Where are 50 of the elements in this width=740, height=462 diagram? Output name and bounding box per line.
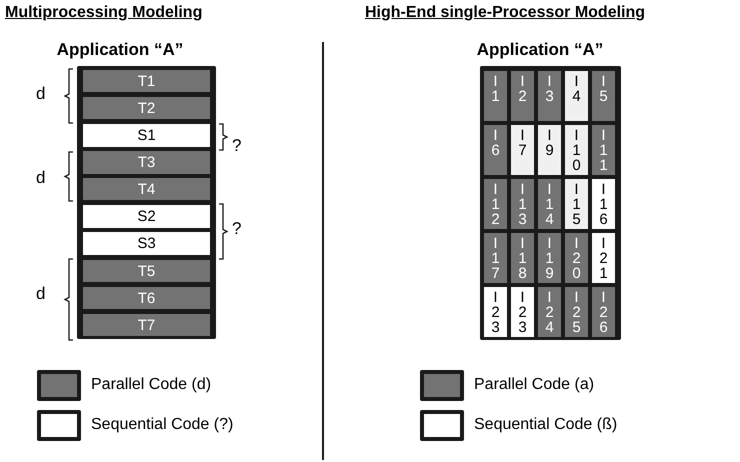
sequential-task-bar: S2 [83, 205, 210, 228]
parallel-task-bar: T7 [83, 314, 210, 336]
parallel-task-bar: T6 [83, 287, 210, 309]
parallel-task-bar: T4 [83, 178, 210, 200]
application-block [480, 66, 621, 340]
sequential-instruction-cell: I9 [538, 125, 561, 175]
application-title: Application “A” [476, 40, 604, 60]
parallel-instruction-cell: I26 [592, 287, 615, 337]
parallel-instruction-cell: I25 [565, 287, 588, 337]
sequential-instruction-cell: I7 [511, 125, 534, 175]
sequential-instruction-cell: I4 [565, 71, 588, 121]
parallel-instruction-cell: I2 [511, 71, 534, 121]
section-heading: High-End single-Processor Modeling [365, 4, 646, 22]
parallel-instruction-cell: I14 [538, 179, 561, 229]
parallel-task-bar: T2 [83, 97, 210, 119]
brace-label: ? [232, 219, 242, 239]
parallel-instruction-cell: I18 [511, 233, 534, 283]
legend-text: Sequential Code (?) [91, 416, 234, 434]
parallel-instruction-cell: I13 [511, 179, 534, 229]
sequential-instruction-cell: I23 [484, 287, 507, 337]
sequential-instruction-cell: I23 [511, 287, 534, 337]
parallel-instruction-cell: I3 [538, 71, 561, 121]
parallel-instruction-cell: I17 [484, 233, 507, 283]
parallel-task-bar: T5 [83, 260, 210, 282]
legend-text: Sequential Code (ß) [474, 416, 618, 434]
brace-label: d [36, 168, 46, 188]
parallel-instruction-cell: I12 [484, 179, 507, 229]
legend-text: Parallel Code (d) [91, 376, 212, 394]
parallel-instruction-cell: I1 [484, 71, 507, 121]
parallel-task-bar: T1 [83, 70, 210, 92]
sequential-instruction-cell: I16 [592, 179, 615, 229]
sequential-instruction-cell: I15 [565, 179, 588, 229]
sequential-task-bar: S3 [83, 232, 210, 255]
parallel-instruction-cell: I24 [538, 287, 561, 337]
parallel-instruction-cell: I20 [565, 233, 588, 283]
parallel-instruction-cell: I5 [592, 71, 615, 121]
section-heading: Multiprocessing Modeling [5, 4, 202, 22]
parallel-instruction-cell: I6 [484, 125, 507, 175]
application-block [77, 66, 216, 339]
parallel-task-bar: T3 [83, 151, 210, 174]
application-title: Application “A” [56, 40, 184, 60]
brace-label: ? [232, 136, 242, 156]
brace-label: d [36, 284, 46, 304]
sequential-instruction-cell: I10 [565, 125, 588, 175]
sequential-instruction-cell: I21 [592, 233, 615, 283]
parallel-instruction-cell: I11 [592, 125, 615, 175]
parallel-instruction-cell: I19 [538, 233, 561, 283]
legend-text: Parallel Code (a) [474, 376, 594, 394]
brace-label: d [36, 84, 46, 104]
sequential-task-bar: S1 [83, 124, 210, 147]
